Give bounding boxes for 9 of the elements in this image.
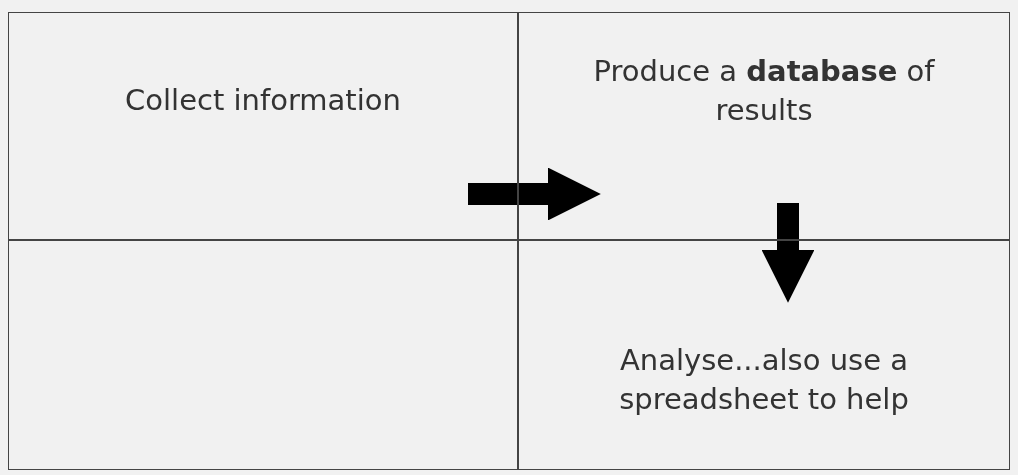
table-cell [518,12,1010,240]
table-cell [518,240,1010,470]
block-arrow [761,203,815,303]
step-text: Collect information [125,82,401,120]
empty-table-cell [8,240,518,470]
block-arrow [468,167,601,221]
table-cell [8,12,518,240]
step-text: Analyse...also use a spreadsheet to help [618,341,910,418]
step-text: Produce a database of results [592,52,936,129]
